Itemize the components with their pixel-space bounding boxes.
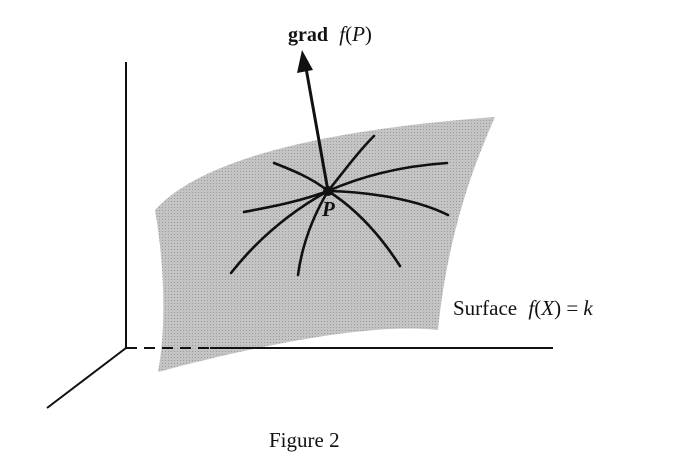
curve-lower-right-2 [326,189,402,268]
gradient-arrow-head [297,50,313,73]
gradient-arrow-shaft [304,67,330,192]
curve-upper-left [272,161,330,193]
surface-label: Surface f(X) = k [453,296,593,320]
curve-left [242,189,330,214]
point-p-marker [323,186,333,196]
curve-upper-right [326,134,376,193]
surface-curves [229,134,450,277]
point-p-label: P [321,197,335,221]
curve-right [326,161,449,193]
surface-patch [155,117,495,372]
figure-caption: Figure 2 [269,428,340,452]
curve-lower [296,189,330,277]
gradient-label: grad f(P) [288,22,372,46]
curve-lower-left [229,189,330,275]
curve-lower-right-1 [326,189,450,217]
depth-axis [46,347,127,409]
